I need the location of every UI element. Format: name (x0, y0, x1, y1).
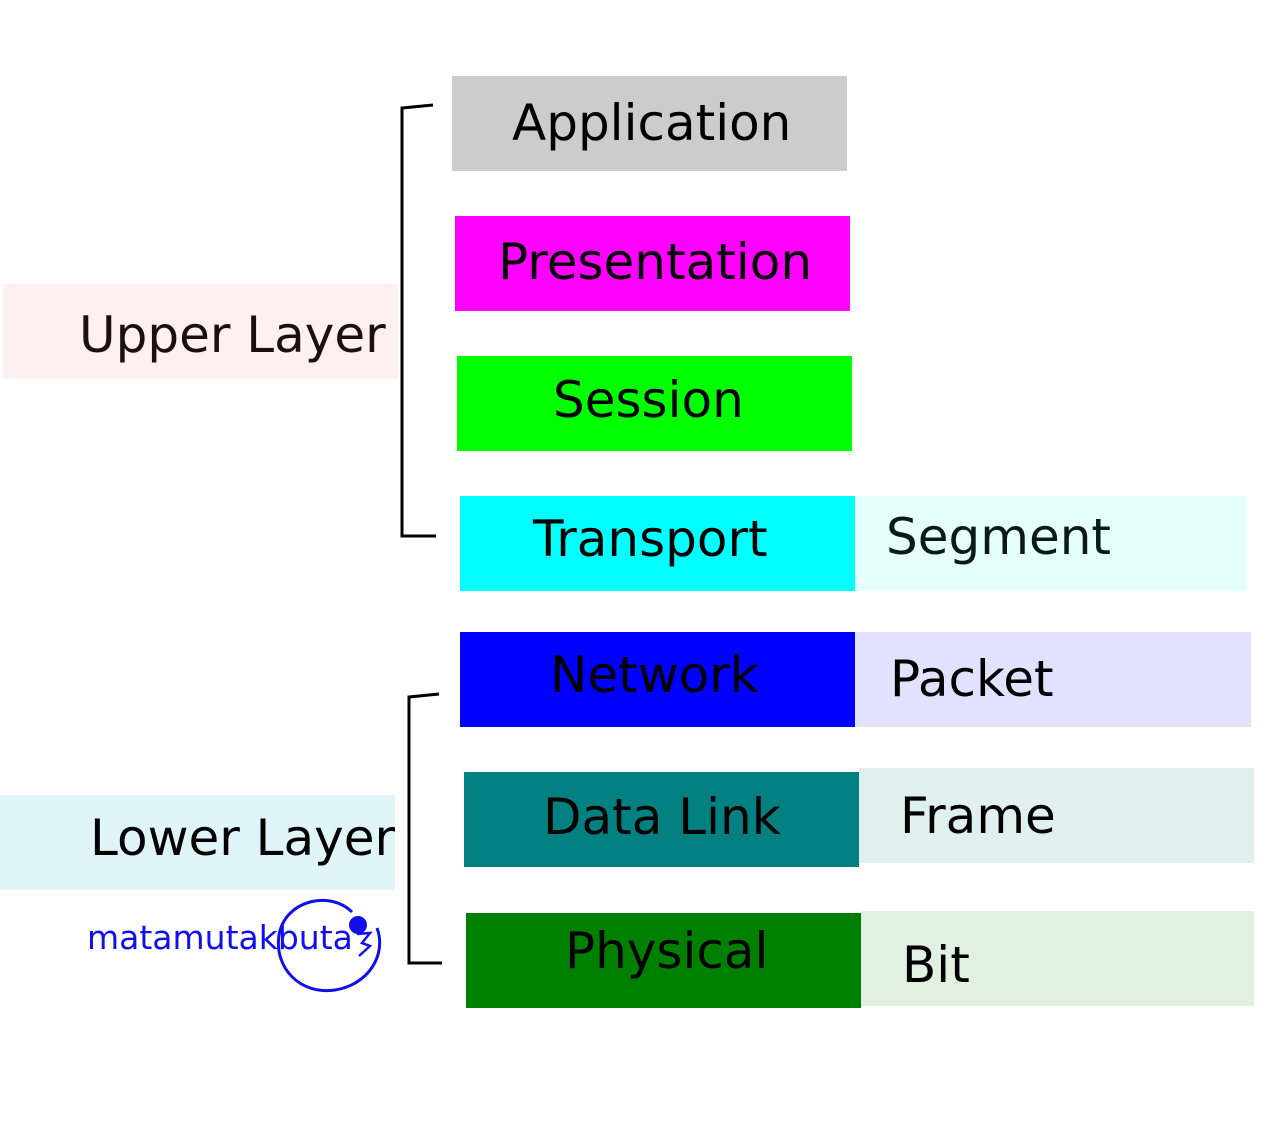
layer-label: Data Link (543, 788, 781, 846)
pdu-segment: Segment (855, 496, 1247, 591)
watermark-text: matamutakbuta (87, 918, 353, 957)
layer-session: Session (457, 356, 852, 451)
lower-bracket (407, 692, 442, 965)
layer-application: Application (452, 76, 847, 171)
pdu-frame: Frame (859, 768, 1254, 863)
watermark-logo-icon (276, 898, 382, 993)
layer-label: Session (553, 371, 744, 429)
pdu-bit: Bit (861, 911, 1254, 1006)
upper-layer-label: Upper Layer (79, 306, 386, 364)
layer-label: Physical (565, 922, 769, 980)
layer-label: Network (550, 646, 759, 704)
pdu-label: Bit (902, 936, 970, 994)
layer-label: Application (512, 94, 792, 152)
pdu-label: Frame (900, 787, 1056, 845)
layer-data-link: Data Link (464, 772, 859, 867)
pdu-label: Packet (890, 650, 1054, 708)
upper-layer-group: Upper Layer (3, 284, 398, 379)
layer-label: Transport (533, 510, 768, 568)
layer-label: Presentation (498, 233, 813, 291)
pdu-packet: Packet (855, 632, 1251, 727)
layer-presentation: Presentation (455, 216, 850, 311)
pdu-label: Segment (886, 508, 1111, 566)
layer-network: Network (460, 632, 855, 727)
layer-physical: Physical (466, 913, 861, 1008)
lower-layer-group: Lower Layer (0, 795, 395, 890)
lower-layer-label: Lower Layer (90, 809, 396, 867)
layer-transport: Transport (460, 496, 855, 591)
upper-bracket (400, 103, 436, 538)
